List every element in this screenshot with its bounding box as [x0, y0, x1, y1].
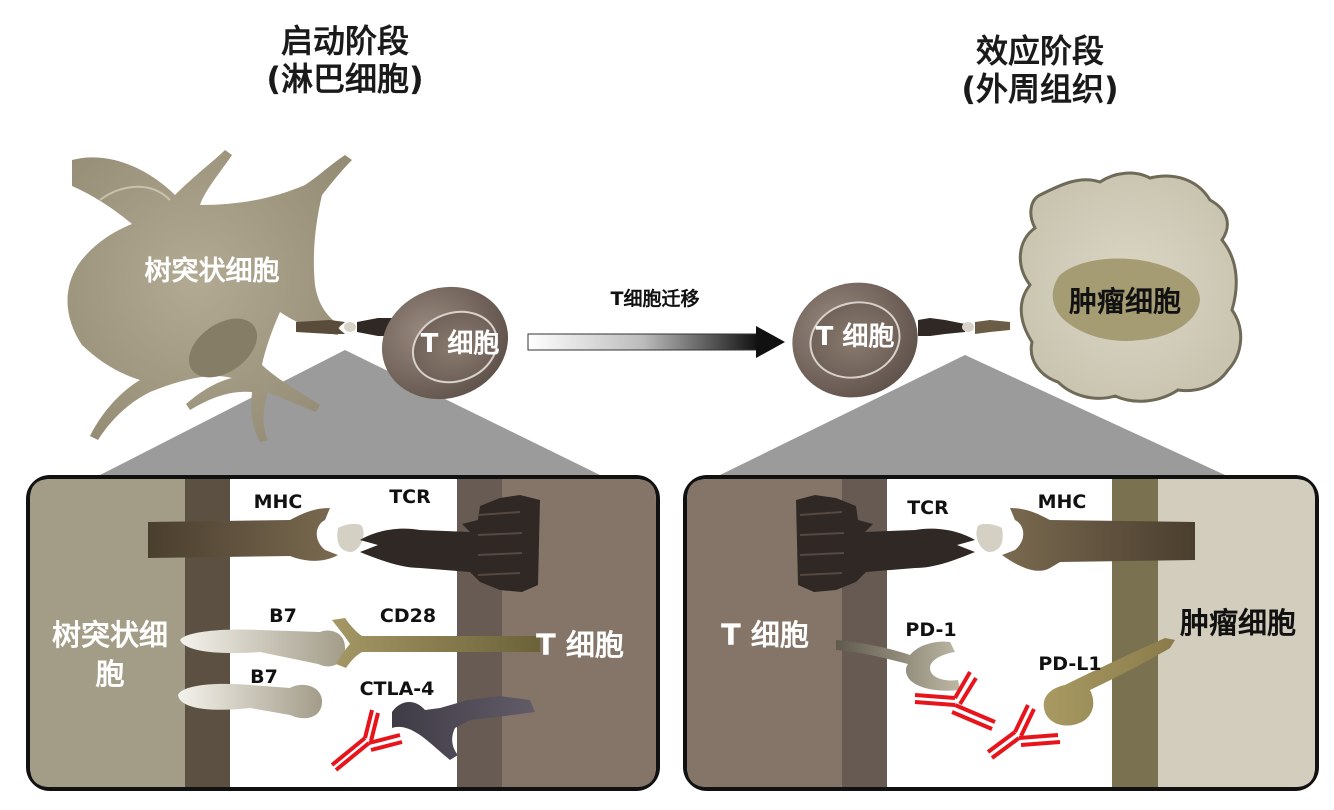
pdl1-ligand [1043, 638, 1175, 726]
mhc-label-right: MHC [1038, 491, 1087, 513]
dendritic-cell-label: 树突状细胞 [145, 255, 280, 287]
top-left-receptor-pair [296, 318, 392, 336]
dendritic-cell [67, 150, 352, 442]
t-cell-panel-label-left: T 细胞 [536, 628, 624, 662]
migration-label: T细胞迁移 [611, 287, 700, 310]
ctla4-label: CTLA-4 [360, 678, 435, 700]
effector-phase-heading: 效应阶段 (外周组织) [910, 32, 1170, 108]
tcr-label-right: TCR [907, 497, 949, 519]
anti-ctla4-antibody [330, 709, 403, 772]
top-right-receptor-pair [918, 318, 1010, 336]
pdl1-label: PD-L1 [1038, 653, 1101, 675]
tumor-cell-label: 肿瘤细胞 [1069, 285, 1181, 318]
dendritic-cell-panel-label-1: 树突状细 [52, 618, 168, 652]
antigen-peptide-left [337, 523, 364, 552]
mhc-label-left: MHC [254, 491, 303, 513]
anti-pdl1-antibody [986, 704, 1061, 760]
t-cell-left [381, 286, 509, 400]
tcr-label-left: TCR [389, 486, 431, 508]
priming-phase-heading: 启动阶段 (淋巴细胞) [215, 22, 475, 98]
tcr-molecule-right [796, 495, 975, 592]
t-cell-left-label: T 细胞 [421, 328, 500, 359]
dendritic-cell-panel-label-2: 胞 [95, 657, 124, 691]
tumor-cell-panel-label: 肿瘤细胞 [1180, 606, 1296, 640]
antigen-peptide-right [976, 523, 1003, 552]
effector-phase-subtitle: (外周组织) [961, 70, 1119, 108]
t-cell-right [792, 282, 918, 398]
migration-arrow [527, 326, 785, 358]
ctla4-receptor [392, 696, 535, 760]
b7-top-label: B7 [269, 605, 297, 627]
mhc-molecule-left [148, 508, 338, 561]
b7-bottom [178, 683, 323, 719]
t-cell-panel-label-right: T 细胞 [721, 618, 809, 652]
b7-top [180, 629, 345, 667]
cd28-receptor [332, 618, 540, 668]
pd1-receptor [836, 640, 960, 691]
effector-phase-title: 效应阶段 [975, 32, 1104, 70]
dendritic-nucleus [188, 318, 258, 378]
tumor-cell [1018, 171, 1243, 403]
b7-bottom-label: B7 [250, 666, 278, 688]
cd28-label: CD28 [380, 605, 436, 627]
priming-phase-subtitle: (淋巴细胞) [266, 60, 424, 98]
t-cell-right-label: T 细胞 [816, 321, 895, 352]
right-zoom-cone [720, 355, 1225, 475]
left-zoom-cone [100, 350, 600, 475]
priming-phase-title: 启动阶段 [280, 22, 409, 60]
mhc-molecule-right [1002, 508, 1195, 571]
anti-pd1-antibody [914, 671, 996, 731]
tcr-molecule-left [360, 495, 540, 592]
pd1-label: PD-1 [905, 619, 956, 641]
